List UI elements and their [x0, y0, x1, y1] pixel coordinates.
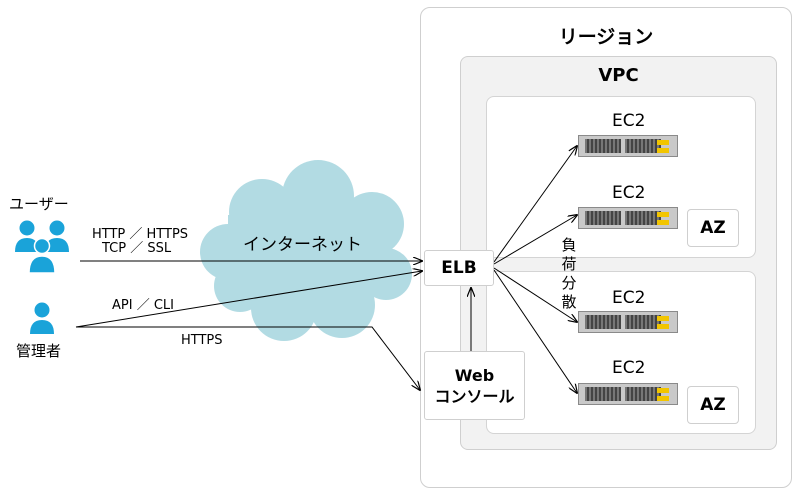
admin-api-label: API ／ CLI	[112, 298, 174, 313]
elb-to-ec2-arrow	[493, 267, 577, 322]
ec2-label: EC2	[612, 111, 646, 131]
vpc-title: VPC	[598, 65, 639, 86]
admin-console-arrow	[76, 326, 420, 390]
web-console-node: Web コンソール	[424, 351, 525, 420]
ec2-label: EC2	[612, 183, 646, 203]
web-console-line1: Web	[454, 365, 495, 385]
internet-cloud	[200, 160, 412, 341]
az-badge: AZ	[687, 209, 739, 247]
admin-api-arrow	[75, 271, 422, 328]
ec2-server-icon	[578, 383, 678, 405]
lb-char: 分	[561, 274, 577, 292]
internet-label: インターネット	[243, 235, 362, 255]
elb-to-ec2-arrow	[493, 269, 577, 393]
az-badge: AZ	[687, 386, 739, 424]
users-protocol-line1: HTTP ／ HTTPS	[92, 227, 189, 242]
users-protocol-line2: TCP ／ SSL	[102, 241, 172, 256]
ec2-label: EC2	[612, 358, 646, 378]
ec2-label: EC2	[612, 288, 646, 308]
elb-node: ELB	[424, 250, 494, 286]
admin-https-label: HTTPS	[181, 333, 223, 348]
ec2-server-icon	[578, 207, 678, 229]
admin-label: 管理者	[16, 342, 62, 360]
lb-char: 散	[561, 293, 577, 311]
load-balancing-label: 負 荷 分 散	[560, 236, 578, 312]
ec2-server-icon	[578, 135, 678, 157]
web-console-line2: コンソール	[434, 386, 515, 406]
elb-to-ec2-arrow	[493, 146, 577, 263]
users-icon	[15, 220, 69, 274]
region-title: リージョン	[558, 26, 654, 48]
lb-char: 負	[561, 236, 577, 254]
availability-zone-2: AZ	[486, 271, 756, 434]
ec2-server-icon	[578, 311, 678, 333]
admin-icon	[30, 302, 54, 334]
availability-zone-1: AZ	[486, 96, 756, 258]
lb-char: 荷	[561, 255, 577, 273]
elb-to-ec2-arrow	[493, 215, 577, 265]
users-label: ユーザー	[9, 195, 69, 213]
